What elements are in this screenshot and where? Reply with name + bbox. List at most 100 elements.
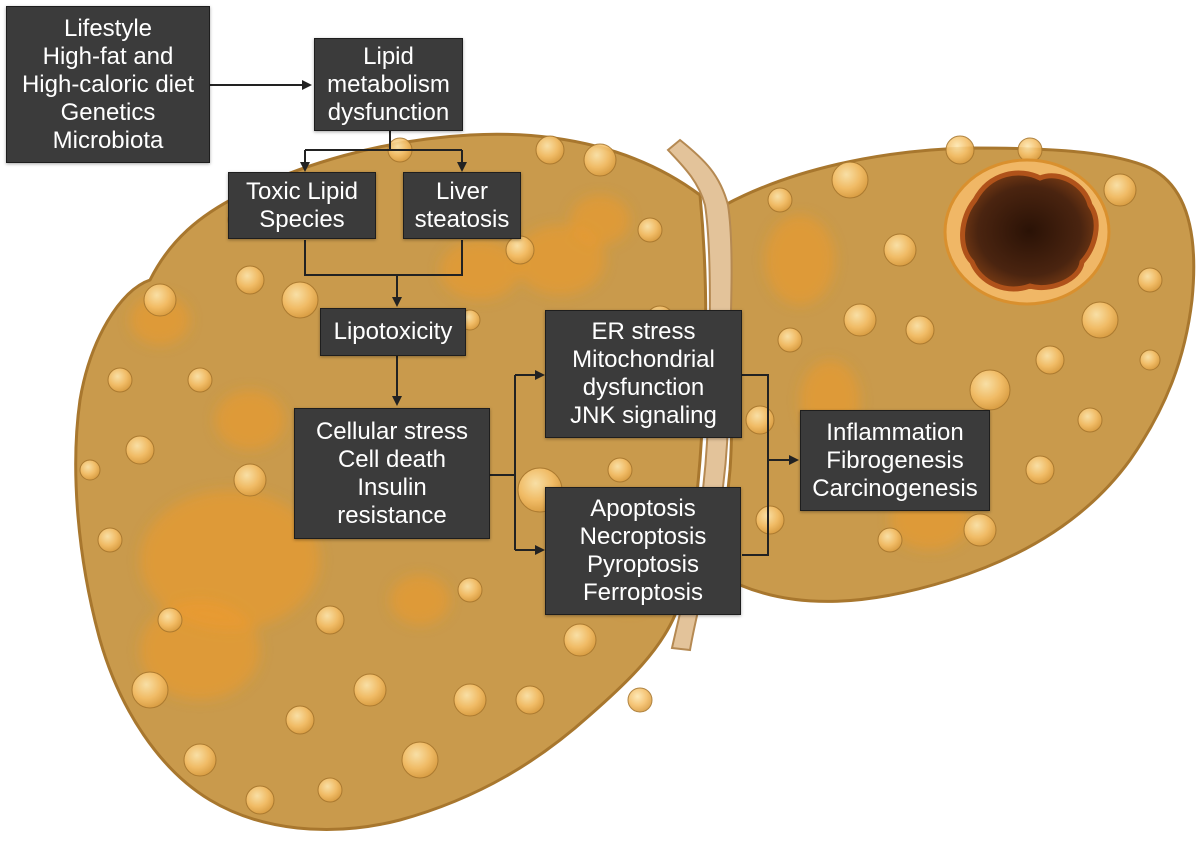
flow-arrows [210, 80, 799, 556]
cellular-stress-line: Cellular stress [315, 417, 469, 445]
cellular-stress-box: Cellular stress Cell death Insulin resis… [294, 408, 490, 539]
fat-droplet-icon [831, 161, 869, 199]
lipotoxicity-box: Lipotoxicity [320, 308, 466, 356]
toxic-lipid-line: Toxic Lipid [245, 177, 359, 205]
fat-droplet-icon [1035, 345, 1065, 375]
fat-droplet-icon [755, 505, 785, 535]
outcomes-line: Fibrogenesis [826, 446, 964, 474]
fat-droplet-icon [1017, 137, 1043, 163]
fat-droplet-icon [767, 187, 793, 213]
lesion-patch [140, 490, 320, 630]
fat-droplet-icon [187, 367, 213, 393]
fat-droplet-icon [745, 405, 775, 435]
cell-death-types-line: Pyroptosis [586, 551, 700, 578]
fat-droplet-icon [107, 367, 133, 393]
fat-droplet-icon [285, 705, 315, 735]
fat-droplet-icon [79, 459, 101, 481]
fat-droplet-icon [515, 685, 545, 715]
er-stress-line: JNK signaling [570, 402, 717, 429]
lesion-patch [390, 575, 450, 625]
fat-droplet-icon [245, 785, 275, 815]
fat-droplet-icon [505, 235, 535, 265]
fat-droplet-icon [235, 265, 265, 295]
lesion-patch [515, 225, 605, 295]
lesion-patch [215, 390, 285, 450]
lipotoxicity-line: Lipotoxicity [333, 318, 453, 345]
fat-droplet-icon [233, 463, 267, 497]
fat-droplet-icon [453, 683, 487, 717]
fat-droplet-icon [535, 135, 565, 165]
fat-droplet-icon [1025, 455, 1055, 485]
lipid-dysfunction-line: metabolism [327, 70, 450, 98]
cell-death-types-box: Apoptosis Necroptosis Pyroptosis Ferropt… [545, 487, 741, 615]
fat-droplet-icon [877, 527, 903, 553]
steatosis-line: Liver [435, 177, 489, 205]
risk-factors-line: Genetics [60, 98, 156, 126]
fat-droplet-icon [963, 513, 997, 547]
lesion-patch [440, 240, 520, 300]
fat-droplet-icon [1077, 407, 1103, 433]
fat-droplet-icon [627, 687, 653, 713]
fat-droplet-icon [777, 327, 803, 353]
arrow-split [490, 375, 516, 550]
fat-droplet-icon [157, 607, 183, 633]
fat-droplet-icon [131, 671, 169, 709]
cell-death-types-line: Ferroptosis [582, 579, 704, 606]
outcomes-line: Inflammation [826, 418, 964, 446]
fat-droplet-icon [281, 281, 319, 319]
fat-droplet-icon [1139, 349, 1161, 371]
er-stress-box: ER stress Mitochondrial dysfunction JNK … [545, 310, 742, 438]
fat-droplet-icon [183, 743, 217, 777]
outcomes-box: Inflammation Fibrogenesis Carcinogenesis [800, 410, 990, 511]
fat-droplet-icon [563, 623, 597, 657]
cellular-stress-line: Cell death [337, 445, 447, 473]
fat-droplet-icon [905, 315, 935, 345]
fat-droplet-icon [843, 303, 877, 337]
cellular-stress-line: Insulin [357, 473, 427, 501]
fat-droplet-icon [401, 741, 439, 779]
fat-droplet-icon [883, 233, 917, 267]
er-stress-line: ER stress [591, 318, 696, 345]
fat-droplet-icon [457, 577, 483, 603]
lesion-patch [765, 215, 835, 305]
fat-droplet-icon [1137, 267, 1163, 293]
arrow-merge [742, 374, 769, 556]
fat-droplet-icon [125, 435, 155, 465]
fat-droplet-icon [143, 283, 177, 317]
lesion-patch [130, 295, 190, 345]
fat-droplet-icon [583, 143, 617, 177]
tumor-lesion-icon [943, 158, 1111, 306]
arrow-branches-join [304, 240, 463, 276]
cell-death-types-line: Necroptosis [579, 523, 707, 550]
risk-factors-box: Lifestyle High-fat and High-caloric diet… [6, 6, 210, 163]
toxic-lipid-box: Toxic Lipid Species [228, 172, 376, 239]
risk-factors-line: High-fat and [42, 42, 174, 70]
er-stress-line: Mitochondrial [572, 346, 715, 373]
fat-droplet-icon [945, 135, 975, 165]
cell-death-types-line: Apoptosis [590, 495, 696, 522]
steatosis-box: Liver steatosis [403, 172, 521, 239]
fat-droplet-icon [1081, 301, 1119, 339]
lipid-dysfunction-box: Lipid metabolism dysfunction [314, 38, 463, 131]
risk-factors-line: Lifestyle [63, 14, 153, 42]
er-stress-line: dysfunction [582, 374, 705, 401]
lipid-dysfunction-line: Lipid [363, 42, 414, 70]
fat-droplet-icon [317, 777, 343, 803]
risk-factors-line: High-caloric diet [21, 70, 195, 98]
lipid-dysfunction-line: dysfunction [327, 98, 450, 126]
toxic-lipid-line: Species [259, 205, 345, 233]
fat-droplet-icon [97, 527, 123, 553]
risk-factors-line: Microbiota [52, 126, 164, 154]
fat-droplet-icon [969, 369, 1011, 411]
fat-droplet-icon [607, 457, 633, 483]
arrow-lipid-to-branches [305, 131, 462, 151]
steatosis-line: steatosis [414, 205, 510, 233]
fat-droplet-icon [353, 673, 387, 707]
fat-droplet-icon [315, 605, 345, 635]
fat-droplet-icon [1103, 173, 1137, 207]
lesion-patch [570, 195, 630, 245]
cellular-stress-line: resistance [337, 501, 447, 529]
outcomes-line: Carcinogenesis [812, 474, 978, 502]
fat-droplet-icon [637, 217, 663, 243]
